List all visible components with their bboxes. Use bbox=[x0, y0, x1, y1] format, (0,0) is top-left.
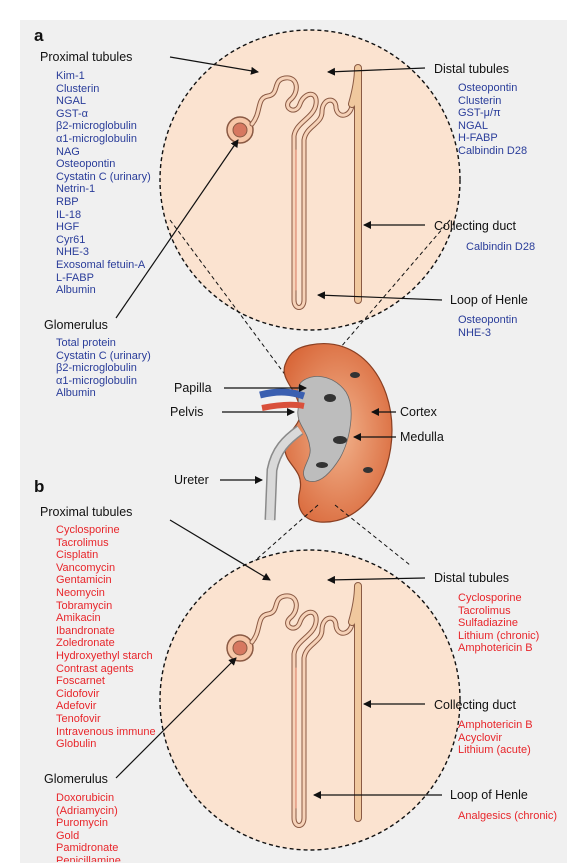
loop-of-henle-label-b: Loop of Henle bbox=[450, 788, 528, 802]
proximal-tubules-label-a: Proximal tubules bbox=[40, 50, 132, 64]
list-item: Total protein bbox=[56, 337, 151, 350]
list-item: NAG bbox=[56, 146, 151, 159]
pelvis-label: Pelvis bbox=[170, 405, 203, 419]
list-item: RBP bbox=[56, 196, 151, 209]
list-item: HGF bbox=[56, 221, 151, 234]
list-item: Cyr61 bbox=[56, 234, 151, 247]
collecting-duct-label-b: Collecting duct bbox=[434, 698, 516, 712]
list-item: Lithium (chronic) bbox=[458, 630, 539, 643]
medulla-label: Medulla bbox=[400, 430, 444, 444]
list-item: Osteopontin bbox=[458, 314, 517, 327]
list-item: Globulin bbox=[56, 738, 156, 751]
kidney-cross-section bbox=[260, 344, 392, 523]
distal-tubules-label-b: Distal tubules bbox=[434, 571, 509, 585]
list-item: Tenofovir bbox=[56, 713, 156, 726]
list-item: Albumin bbox=[56, 284, 151, 297]
nephron-circle-b bbox=[160, 550, 460, 850]
collecting-duct-label-a: Collecting duct bbox=[434, 219, 516, 233]
list-item: NGAL bbox=[458, 120, 527, 133]
list-item: Amikacin bbox=[56, 612, 156, 625]
list-item: Acyclovir bbox=[458, 732, 533, 745]
list-item: Calbindin D28 bbox=[466, 241, 535, 254]
list-item: Cystatin C (urinary) bbox=[56, 350, 151, 363]
list-item: Ibandronate bbox=[56, 625, 156, 638]
list-item: Adefovir bbox=[56, 700, 156, 713]
list-item: Cidofovir bbox=[56, 688, 156, 701]
nephron-circle-a bbox=[160, 30, 460, 330]
list-item: Zoledronate bbox=[56, 637, 156, 650]
list-item: (Adriamycin) bbox=[56, 805, 121, 818]
list-item: Intravenous immune bbox=[56, 726, 156, 739]
collecting-biomarker-list: Calbindin D28 bbox=[466, 241, 535, 254]
list-item: Clusterin bbox=[56, 83, 151, 96]
list-item: Hydroxyethyl starch bbox=[56, 650, 156, 663]
glomerulus-label-a: Glomerulus bbox=[44, 318, 108, 332]
glomerulus-label-b: Glomerulus bbox=[44, 772, 108, 786]
list-item: α1-microglobulin bbox=[56, 375, 151, 388]
loop-of-henle-label-a: Loop of Henle bbox=[450, 293, 528, 307]
list-item: Cyclosporine bbox=[56, 524, 156, 537]
loop-drug-list: Analgesics (chronic) bbox=[458, 810, 557, 823]
list-item: Osteopontin bbox=[56, 158, 151, 171]
list-item: Osteopontin bbox=[458, 82, 527, 95]
list-item: Analgesics (chronic) bbox=[458, 810, 557, 823]
list-item: Cystatin C (urinary) bbox=[56, 171, 151, 184]
list-item: β2-microglobulin bbox=[56, 362, 151, 375]
list-item: GST-α bbox=[56, 108, 151, 121]
papilla-label: Papilla bbox=[174, 381, 212, 395]
list-item: Lithium (acute) bbox=[458, 744, 533, 757]
list-item: Clusterin bbox=[458, 95, 527, 108]
list-item: Kim-1 bbox=[56, 70, 151, 83]
panel-b-letter: b bbox=[34, 477, 44, 497]
list-item: Contrast agents bbox=[56, 663, 156, 676]
list-item: H-FABP bbox=[458, 132, 527, 145]
list-item: Albumin bbox=[56, 387, 151, 400]
list-item: NHE-3 bbox=[458, 327, 517, 340]
list-item: Puromycin bbox=[56, 817, 121, 830]
list-item: NHE-3 bbox=[56, 246, 151, 259]
list-item: Doxorubicin bbox=[56, 792, 121, 805]
list-item: Neomycin bbox=[56, 587, 156, 600]
list-item: Exosomal fetuin-A bbox=[56, 259, 151, 272]
list-item: Calbindin D28 bbox=[458, 145, 527, 158]
list-item: Amphotericin B bbox=[458, 719, 533, 732]
list-item: GST-μ/π bbox=[458, 107, 527, 120]
list-item: α1-microglobulin bbox=[56, 133, 151, 146]
list-item: Amphotericin B bbox=[458, 642, 539, 655]
list-item: IL-18 bbox=[56, 209, 151, 222]
proximal-tubules-label-b: Proximal tubules bbox=[40, 505, 132, 519]
list-item: Gold bbox=[56, 830, 121, 843]
list-item: β2-microglobulin bbox=[56, 120, 151, 133]
ureter-label: Ureter bbox=[174, 473, 209, 487]
list-item: NGAL bbox=[56, 95, 151, 108]
distal-tubules-label-a: Distal tubules bbox=[434, 62, 509, 76]
list-item: Pamidronate bbox=[56, 842, 121, 855]
list-item: Netrin-1 bbox=[56, 183, 151, 196]
list-item: Tobramycin bbox=[56, 600, 156, 613]
list-item: Cyclosporine bbox=[458, 592, 539, 605]
list-item: Tacrolimus bbox=[458, 605, 539, 618]
list-item: Cisplatin bbox=[56, 549, 156, 562]
list-item: L-FABP bbox=[56, 272, 151, 285]
list-item: Gentamicin bbox=[56, 574, 156, 587]
list-item: Tacrolimus bbox=[56, 537, 156, 550]
list-item: Penicillamine bbox=[56, 855, 121, 862]
list-item: Foscarnet bbox=[56, 675, 156, 688]
list-item: Sulfadiazine bbox=[458, 617, 539, 630]
panel-a-letter: a bbox=[34, 26, 43, 46]
list-item: Vancomycin bbox=[56, 562, 156, 575]
cortex-label: Cortex bbox=[400, 405, 437, 419]
